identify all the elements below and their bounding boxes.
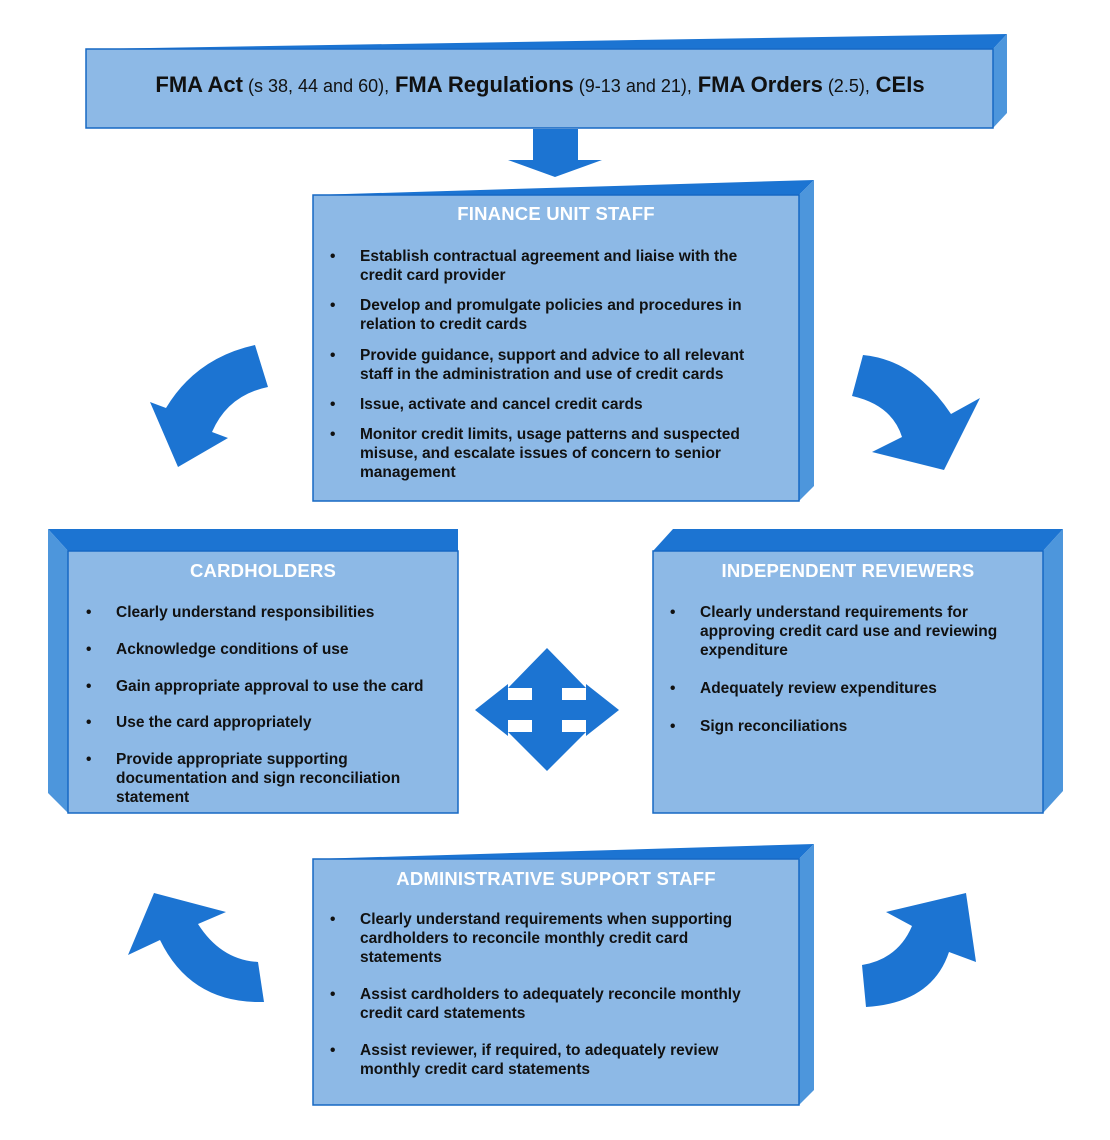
list-item-text: Clearly understand requirements when sup… [360,911,733,966]
bullet-icon: • [86,751,92,768]
list-item-text: Sign reconciliations [700,718,848,735]
bullet-icon: • [330,1042,336,1059]
cardholders-list: • Clearly understand responsibilities • Ac… [86,603,448,807]
admin-box [312,844,814,1106]
list-item: • Develop and promulgate policies and pro… [330,296,780,334]
list-item-text: Issue, activate and cancel credit cards [360,396,643,413]
finance-section: FINANCE UNIT STAFF • Establish contractua… [313,203,799,482]
list-item-text: Provide guidance, support and advice to … [360,347,745,383]
bullet-icon: • [330,396,336,413]
curved-arrow-top-right-icon [852,355,980,470]
list-item: • Provide appropriate supporting document… [86,750,448,807]
admin-title: ADMINISTRATIVE SUPPORT STAFF [396,868,716,889]
list-item: • Assist reviewer, if required, to adequa… [330,1041,770,1079]
list-item: • Establish contractual agreement and lia… [330,247,780,285]
list-item-text: Gain appropriate approval to use the car… [116,678,424,695]
list-item-text: Assist cardholders to adequately reconci… [360,986,741,1022]
cardholders-title: CARDHOLDERS [189,560,337,581]
list-item: • Sign reconciliations [670,717,1025,736]
list-item-text: Use the card appropriately [116,714,312,731]
cardholders-section: CARDHOLDERS • Clearly understand responsi… [68,560,458,807]
bullet-icon: • [330,986,336,1003]
header-part-4-bold: CEIs [875,72,925,97]
curved-arrow-bottom-right-icon [862,893,976,1007]
down-arrow-icon [508,129,602,177]
cardholders-box [48,529,459,814]
four-way-arrow-icon [475,648,619,771]
list-item: • Clearly understand requirements when su… [330,910,770,967]
reviewers-list: • Clearly understand requirements for app… [670,603,1025,736]
list-item-text: Adequately review expenditures [700,680,937,697]
list-item: • Use the card appropriately [86,713,448,732]
list-item: • Provide guidance, support and advice to… [330,346,780,384]
list-item: • Clearly understand responsibilities [86,603,448,622]
bullet-icon: • [670,718,676,735]
bullet-icon: • [330,297,336,314]
list-item-text: Clearly understand requirements for appr… [700,604,998,659]
header-part-3-detail: (2.5), [822,76,870,96]
bullet-icon: • [670,680,676,697]
header-part-3-bold: FMA Orders [697,72,823,97]
admin-section: ADMINISTRATIVE SUPPORT STAFF • Clearly un… [313,868,799,1079]
bullet-icon: • [86,678,92,695]
finance-list: • Establish contractual agreement and lia… [330,247,780,482]
header-legislation-line: FMA Act (s 38, 44 and 60), FMA Regulatio… [86,72,994,98]
reviewers-title: INDEPENDENT REVIEWERS [721,560,975,581]
list-item-text: Provide appropriate supporting documenta… [116,751,401,806]
reviewers-box [652,529,1063,814]
list-item-text: Monitor credit limits, usage patterns an… [360,426,740,481]
list-item-text: Develop and promulgate policies and proc… [360,297,742,333]
list-item: • Gain appropriate approval to use the ca… [86,677,448,696]
bullet-icon: • [330,347,336,364]
bullet-icon: • [86,714,92,731]
list-item-text: Clearly understand responsibilities [116,604,375,621]
header-part-2-detail: (9-13 and 21), [573,76,692,96]
finance-title: FINANCE UNIT STAFF [457,203,655,224]
header-box [85,34,1007,129]
list-item: • Clearly understand requirements for app… [670,603,1025,660]
curved-arrow-top-left-icon [150,345,268,467]
list-item: • Acknowledge conditions of use [86,640,448,659]
list-item-text: Establish contractual agreement and liai… [360,248,738,284]
header-part-2-bold: FMA Regulations [394,72,574,97]
bullet-icon: • [330,426,336,443]
list-item: • Adequately review expenditures [670,679,1025,698]
list-item: • Monitor credit limits, usage patterns a… [330,425,780,482]
bullet-icon: • [670,604,676,621]
list-item-text: Assist reviewer, if required, to adequat… [360,1042,719,1078]
list-item: • Issue, activate and cancel credit cards [330,395,780,414]
list-item-text: Acknowledge conditions of use [116,641,349,658]
list-item: • Assist cardholders to adequately reconc… [330,985,770,1023]
bullet-icon: • [86,641,92,658]
header-part-1-detail: (s 38, 44 and 60), [243,76,390,96]
header-part-1-bold: FMA Act [155,72,243,97]
finance-box [312,180,814,502]
admin-list: • Clearly understand requirements when su… [330,910,770,1079]
bullet-icon: • [86,604,92,621]
bullet-icon: • [330,248,336,265]
bullet-icon: • [330,911,336,928]
curved-arrow-bottom-left-icon [128,893,264,1003]
reviewers-section: INDEPENDENT REVIEWERS • Clearly understan… [653,560,1043,736]
